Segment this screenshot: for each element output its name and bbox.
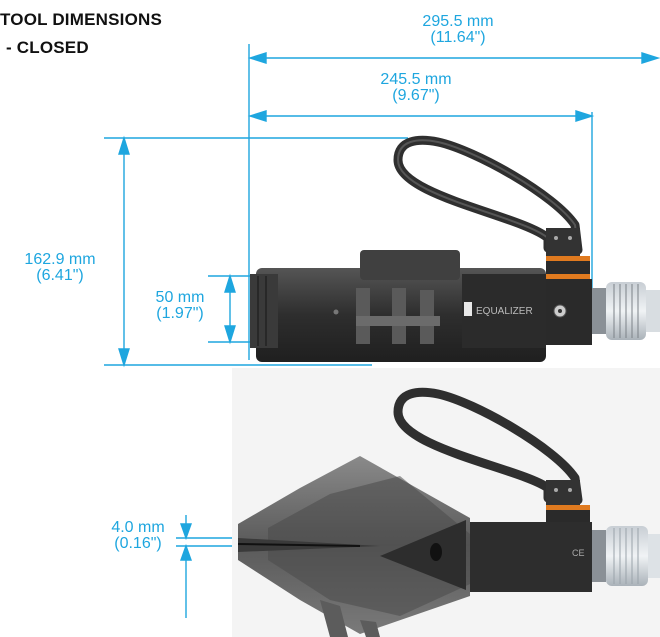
- title-line-2: - CLOSED: [6, 38, 89, 57]
- overall-length-metric: 295.5 mm: [422, 13, 494, 30]
- cylinder-2: [468, 522, 592, 592]
- wedge-face: [380, 520, 466, 590]
- jaw-height-imperial: (1.97"): [156, 305, 204, 322]
- orange-band-2a: [546, 505, 590, 510]
- height-arrow-bottom: [118, 348, 130, 368]
- handle-loop-2: [393, 387, 583, 505]
- cylinder-end: [546, 279, 592, 345]
- overall-length-label: 295.5 mm (11.64"): [398, 14, 518, 46]
- tool-side-view: EQUALIZER: [250, 135, 660, 362]
- tip-arrow-bottom: [180, 543, 192, 561]
- handle-highlight: [396, 139, 579, 251]
- orange-band-top: [546, 256, 590, 261]
- tool-wedge-view: CE: [232, 368, 660, 637]
- brand-label: EQUALIZER: [476, 306, 533, 317]
- overall-length-imperial: (11.64"): [430, 29, 486, 46]
- top-plate: [360, 250, 460, 280]
- title-line-1: TOOL DIMENSIONS: [0, 10, 163, 29]
- jaw-front: [250, 274, 278, 348]
- hose-coupling-2: [606, 526, 648, 586]
- jaw-height-arrow-bottom: [224, 325, 236, 345]
- svg-text:CE: CE: [572, 548, 585, 558]
- body-length-arrow-left: [247, 110, 267, 122]
- jaw-height-label: 50 mm (1.97"): [144, 290, 216, 322]
- jaw-height-arrow-top: [224, 273, 236, 293]
- tip-arrow-top: [180, 523, 192, 541]
- handle-post: [546, 228, 580, 258]
- body-length-arrow-right: [575, 110, 595, 122]
- body-length-imperial: (9.67"): [392, 87, 440, 104]
- overall-length-arrow-left: [247, 52, 267, 64]
- tip-thickness-metric: 4.0 mm: [111, 519, 165, 536]
- height-imperial: (6.41"): [36, 267, 84, 284]
- height-label: 162.9 mm (6.41"): [0, 252, 120, 284]
- orange-band-bottom: [546, 274, 590, 279]
- tip-thickness-label: 4.0 mm (0.16"): [98, 520, 178, 552]
- body-length-label: 245.5 mm (9.67"): [356, 72, 476, 104]
- dimension-lines: [104, 44, 660, 618]
- jaw-height-metric: 50 mm: [155, 289, 205, 306]
- overall-length-arrow-right: [641, 52, 660, 64]
- tip-thickness-imperial: (0.16"): [114, 535, 162, 552]
- cylinder-section: [462, 274, 546, 348]
- height-metric: 162.9 mm: [24, 251, 96, 268]
- body-length-metric: 245.5 mm: [380, 71, 452, 88]
- crossbar: [356, 316, 440, 326]
- height-arrow-top: [118, 135, 130, 155]
